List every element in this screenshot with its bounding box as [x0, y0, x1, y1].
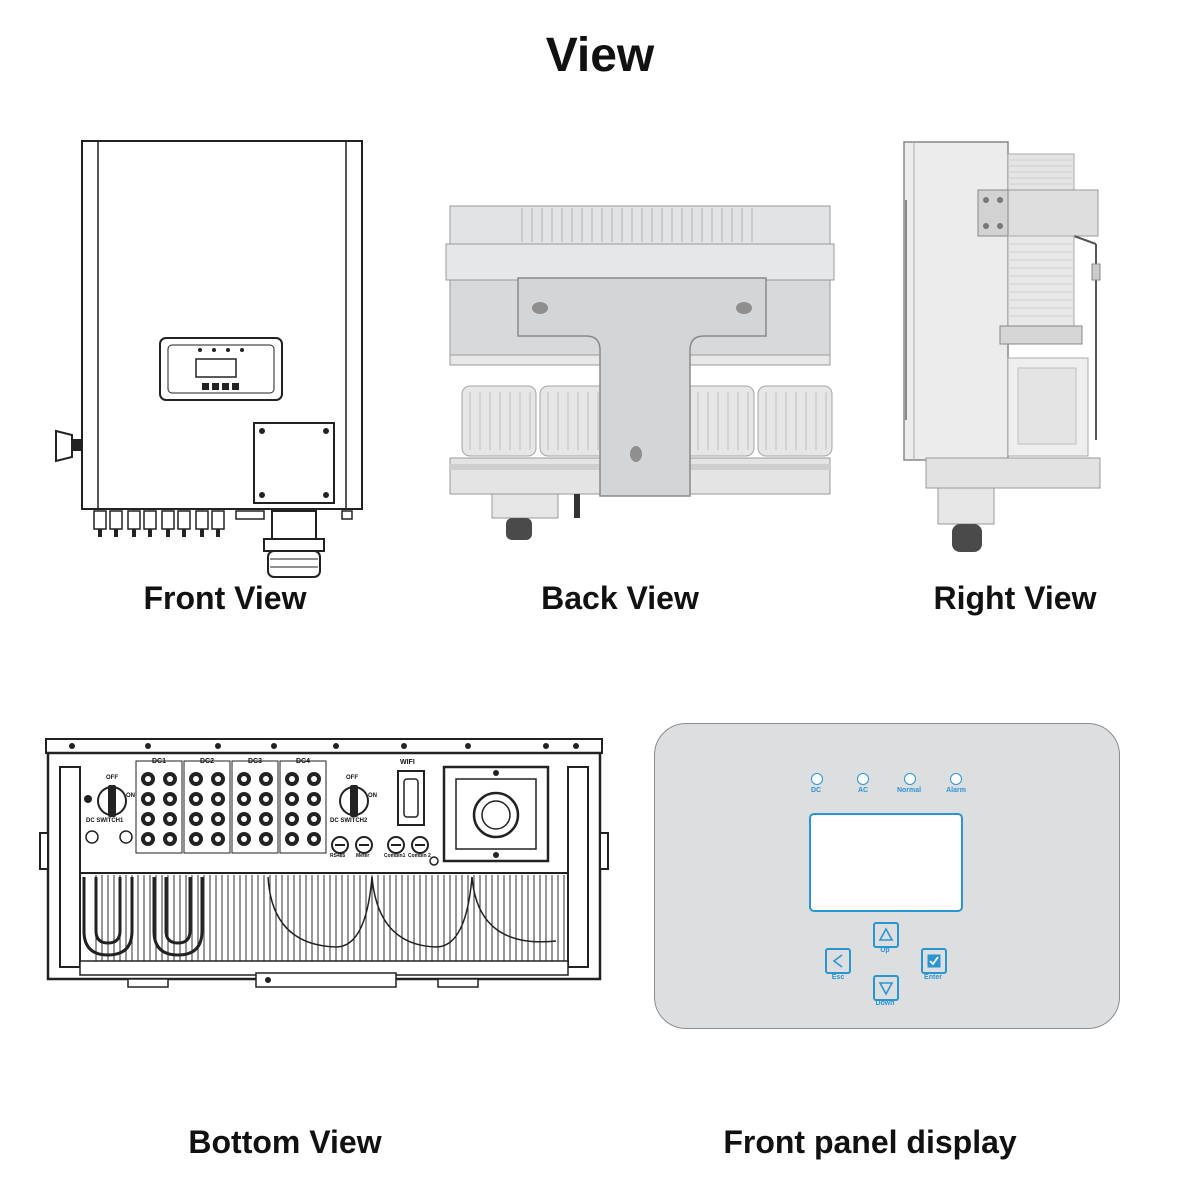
led-alarm-indicator — [950, 773, 962, 785]
led-alarm-label: Alarm — [946, 787, 966, 794]
page-title: View — [545, 29, 655, 82]
dc-switch1-label: DC SWITCH1 — [86, 818, 124, 824]
dc4-label: DC4 — [296, 758, 311, 765]
esc-button[interactable] — [825, 948, 851, 974]
meter-label: Meter — [356, 853, 370, 859]
on-label-2: ON — [368, 793, 377, 799]
led-normal-indicator — [904, 773, 916, 785]
dc3-label: DC3 — [248, 758, 263, 765]
esc-label: Esc — [831, 974, 845, 981]
up-button[interactable] — [873, 922, 899, 948]
led-dc-label: DC — [810, 787, 822, 794]
back-view-label: Back View — [541, 580, 699, 616]
right-view-label: Right View — [933, 580, 1097, 616]
combin2-label: Combin 2 — [408, 853, 431, 859]
led-normal-label: Normal — [896, 787, 922, 794]
dc2-label: DC2 — [200, 758, 215, 765]
wifi-label: WIFI — [400, 759, 415, 766]
led-ac-label: AC — [857, 787, 869, 794]
down-arrow-icon — [878, 982, 894, 996]
up-arrow-icon — [878, 927, 894, 941]
front-view-drawing — [55, 140, 363, 578]
front-view-label: Front View — [143, 580, 307, 616]
combin1-label: Combin1 — [384, 853, 406, 859]
left-arrow-icon — [832, 954, 843, 968]
down-label: Down — [875, 1000, 895, 1007]
right-view-drawing — [903, 141, 1101, 552]
bottom-view-label: Bottom View — [188, 1124, 382, 1160]
enter-label: Enter — [924, 974, 942, 981]
off-label-2: OFF — [346, 775, 358, 781]
bottom-view-drawing — [39, 738, 609, 988]
led-ac-indicator — [857, 773, 869, 785]
led-dc-indicator — [811, 773, 823, 785]
down-button[interactable] — [873, 975, 899, 1001]
off-label-1: OFF — [106, 775, 118, 781]
dc-switch2-label: DC SWITCH2 — [330, 818, 368, 824]
enter-button[interactable] — [921, 948, 947, 974]
lcd-screen — [809, 813, 963, 912]
rs485-label: RS485 — [330, 853, 346, 859]
up-label: Up — [880, 947, 890, 954]
front-panel-label: Front panel display — [723, 1124, 1017, 1160]
dc1-label: DC1 — [152, 758, 167, 765]
on-label-1: ON — [126, 793, 135, 799]
enter-check-icon — [927, 954, 941, 968]
back-view-drawing — [445, 205, 835, 540]
